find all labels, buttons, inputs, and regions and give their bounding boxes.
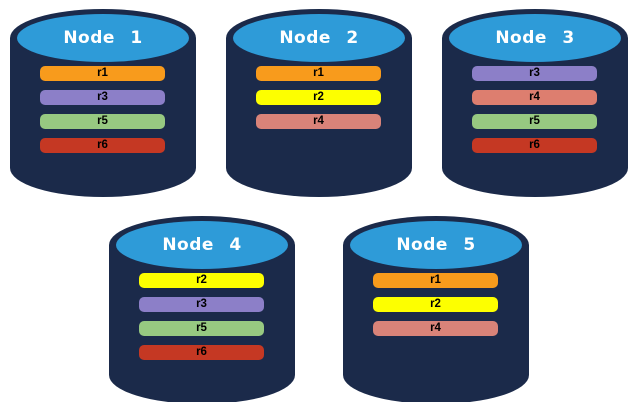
replica-list: r3 r4 r5 r6 xyxy=(472,66,597,153)
node-row-top: Node 1 r1 r3 r5 r6 Node 2 r1 r2 r4 xyxy=(0,0,638,198)
node-title: Node 4 xyxy=(162,235,242,255)
replica-bar: r1 xyxy=(373,273,498,288)
replica-bar: r2 xyxy=(256,90,381,105)
replica-list: r1 r3 r5 r6 xyxy=(40,66,165,153)
replica-bar: r3 xyxy=(40,90,165,105)
replica-bar: r1 xyxy=(256,66,381,81)
replica-bar: r4 xyxy=(373,321,498,336)
replica-bar: r3 xyxy=(472,66,597,81)
replica-list: r1 r2 r4 xyxy=(256,66,381,129)
replica-bar: r3 xyxy=(139,297,264,312)
replica-bar: r5 xyxy=(472,114,597,129)
node-4-cylinder: Node 4 r2 r3 r5 r6 xyxy=(109,215,295,402)
replica-bar: r1 xyxy=(40,66,165,81)
node-5-cylinder: Node 5 r1 r2 r4 xyxy=(343,215,529,402)
replica-bar: r4 xyxy=(256,114,381,129)
node-2-cylinder: Node 2 r1 r2 r4 xyxy=(226,8,412,198)
replica-list: r1 r2 r4 xyxy=(373,273,498,336)
replica-bar: r5 xyxy=(40,114,165,129)
node-title: Node 5 xyxy=(396,235,476,255)
replica-bar: r2 xyxy=(373,297,498,312)
replica-bar: r2 xyxy=(139,273,264,288)
node-title: Node 1 xyxy=(63,28,143,48)
node-row-bottom: Node 4 r2 r3 r5 r6 Node 5 r1 r2 r4 xyxy=(0,215,638,402)
replica-list: r2 r3 r5 r6 xyxy=(139,273,264,360)
replica-bar: r6 xyxy=(472,138,597,153)
node-title: Node 2 xyxy=(279,28,359,48)
replica-bar: r6 xyxy=(40,138,165,153)
replica-bar: r5 xyxy=(139,321,264,336)
node-title: Node 3 xyxy=(495,28,575,48)
replica-bar: r6 xyxy=(139,345,264,360)
replica-bar: r4 xyxy=(472,90,597,105)
node-1-cylinder: Node 1 r1 r3 r5 r6 xyxy=(10,8,196,198)
node-3-cylinder: Node 3 r3 r4 r5 r6 xyxy=(442,8,628,198)
